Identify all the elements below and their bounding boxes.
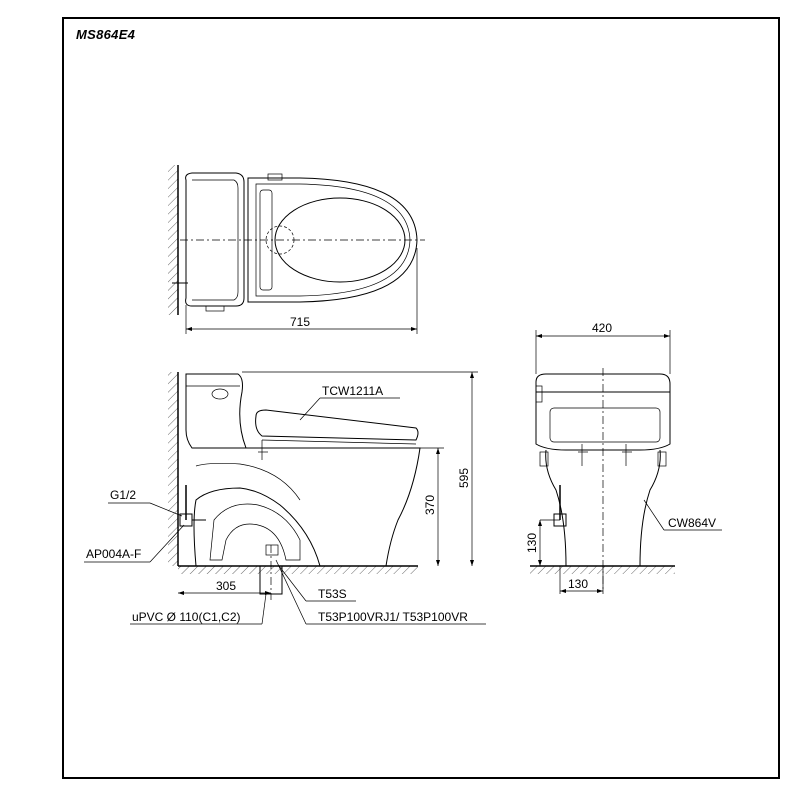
- front-view-seat-panel: [549, 407, 661, 443]
- seat-model-label: TCW1211A: [322, 384, 383, 398]
- side-view-wall-hatch: [168, 372, 178, 566]
- pipe-label: uPVC Ø 110(C1,C2): [132, 610, 241, 624]
- flange-label: T53S: [318, 587, 347, 601]
- dim-715-label: 715: [290, 315, 310, 329]
- flange-alt-label: T53P100VRJ1/ T53P100VR: [318, 610, 468, 624]
- dim-305-label: 305: [216, 579, 236, 593]
- side-view-bowl: [192, 447, 421, 567]
- dim-370-label: 370: [423, 495, 437, 515]
- dim-130-width-label: 130: [568, 577, 588, 591]
- top-view-tank-lid: [192, 179, 239, 301]
- trapway: [209, 503, 301, 561]
- front-view: 420 130 130 CW864V: [525, 321, 722, 594]
- top-view-wall-hatch: [168, 165, 178, 315]
- top-view-tank: [185, 172, 245, 307]
- valve-size-label: G1/2: [110, 488, 136, 502]
- model-code: MS864E4: [76, 27, 136, 42]
- front-view-seat-top: [535, 373, 671, 393]
- body-model-label: CW864V: [668, 516, 716, 530]
- dim-420-label: 420: [592, 321, 612, 335]
- top-view-nozzle-cap: [267, 173, 283, 181]
- front-view-seat-box: [535, 391, 671, 451]
- flush-lever: [211, 388, 229, 400]
- side-view-floor-hatch: [178, 566, 418, 574]
- side-view: 305 370 595 TCW1211A G1/2 AP004A-F T53S …: [84, 371, 486, 625]
- side-view-seat: [255, 409, 419, 441]
- top-view: 715: [168, 165, 425, 334]
- top-view-foot: [205, 305, 225, 312]
- drawing-frame: [62, 17, 780, 779]
- dim-595-label: 595: [457, 468, 471, 488]
- dim-130-height-label: 130: [525, 533, 539, 553]
- front-view-floor-hatch: [530, 566, 675, 574]
- angle-valve-label: AP004A-F: [86, 547, 141, 561]
- side-view-tank: [185, 373, 247, 449]
